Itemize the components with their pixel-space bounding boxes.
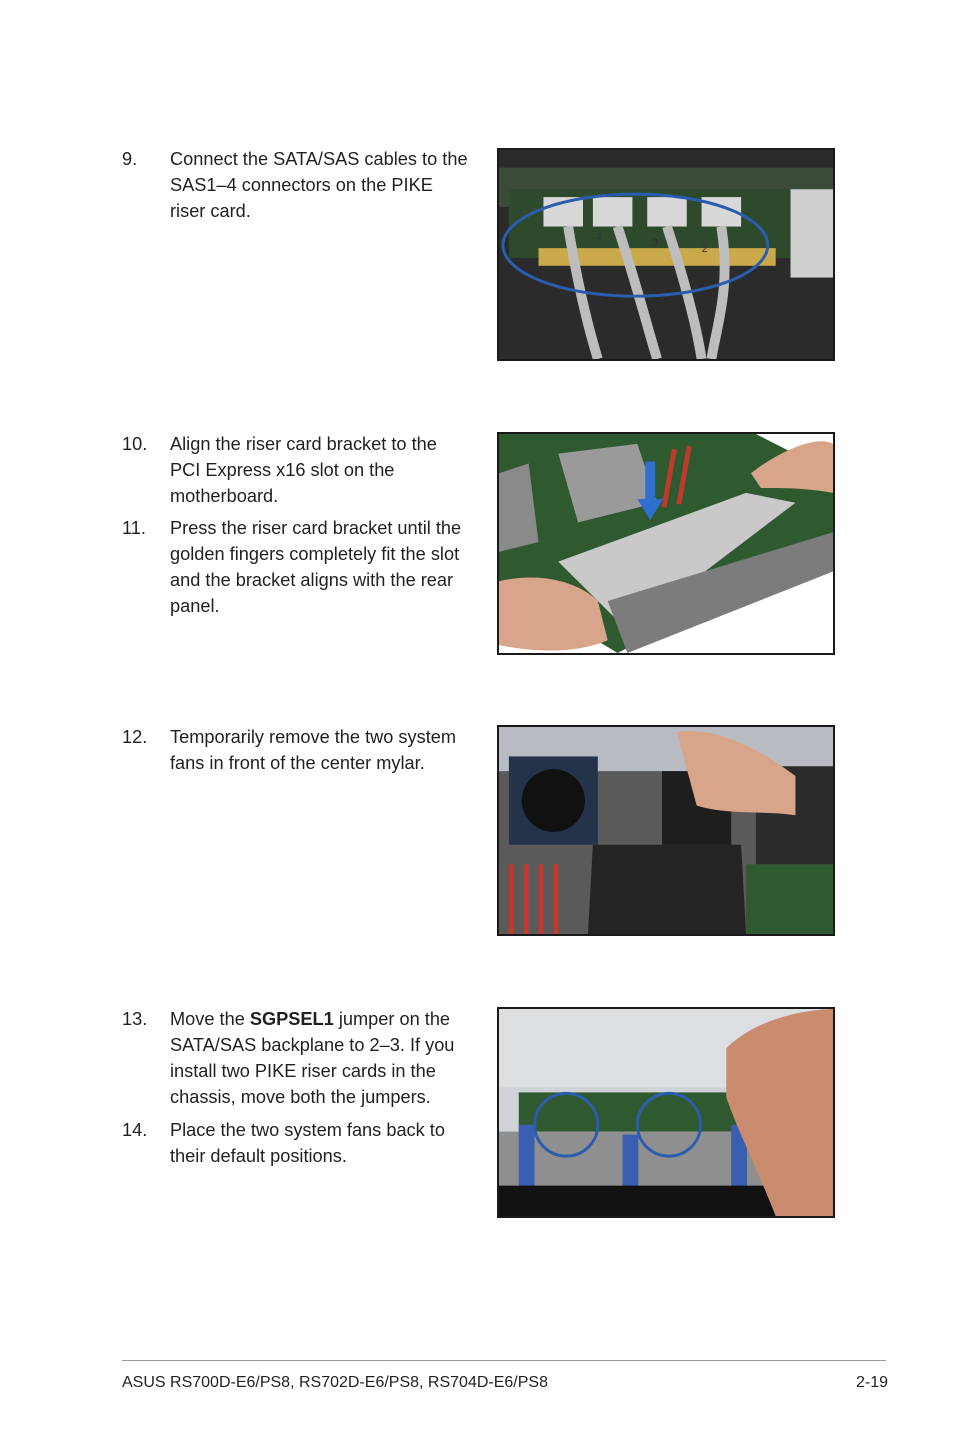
step-14: 14. Place the two system fans back to th… <box>122 1117 482 1169</box>
step-number: 12. <box>122 727 148 747</box>
jumper-name: SGPSEL1 <box>249 1009 334 1029</box>
highlight-circle-left <box>533 1091 600 1158</box>
step-text: Press the riser card bracket until the g… <box>170 518 462 616</box>
riser-label-4: 4 <box>596 231 602 243</box>
step-text-pre: Move the <box>170 1009 250 1029</box>
step-number: 9. <box>122 149 138 169</box>
step-number: 10. <box>122 434 148 454</box>
step-10: 10. Align the riser card bracket to the … <box>122 431 482 509</box>
step-text-post: jumper on the SATA/SAS backplane to 2–3.… <box>170 1009 455 1107</box>
step-13: 13. Move the SGPSEL1 jumper on the SATA/… <box>122 1006 482 1110</box>
step-number: 11. <box>122 518 146 538</box>
arrow-down-icon <box>637 461 664 521</box>
photo-system-fans <box>497 725 835 936</box>
photo-riser-bracket <box>497 432 835 655</box>
step-text: Align the riser card bracket to the PCI … <box>170 434 437 506</box>
footer-divider <box>122 1360 886 1361</box>
riser-label-3: 3 <box>652 237 658 249</box>
page-number: 2-19 <box>855 1374 888 1391</box>
highlight-circle-right <box>635 1091 703 1158</box>
step-number: 13. <box>122 1009 148 1029</box>
photo-jumper-backplane <box>497 1007 835 1218</box>
step-text: Place the two system fans back to their … <box>170 1120 445 1166</box>
step-11: 11. Press the riser card bracket until t… <box>122 515 482 619</box>
step-12: 12. Temporarily remove the two system fa… <box>122 724 482 776</box>
highlight-circle <box>501 192 770 298</box>
step-text: Move the SGPSEL1 jumper on the SATA/SAS … <box>170 1006 482 1110</box>
photo-sas-cables: 4 3 2 <box>497 148 835 361</box>
step-9: 9. Connect the SATA/SAS cables to the SA… <box>122 146 482 224</box>
step-text: Temporarily remove the two system fans i… <box>170 727 457 773</box>
step-text: Connect the SATA/SAS cables to the SAS1–… <box>170 149 468 221</box>
step-number: 14. <box>122 1120 148 1140</box>
riser-label-2: 2 <box>702 243 708 255</box>
footer-model: ASUS RS700D-E6/PS8, RS702D-E6/PS8, RS704… <box>122 1374 548 1391</box>
